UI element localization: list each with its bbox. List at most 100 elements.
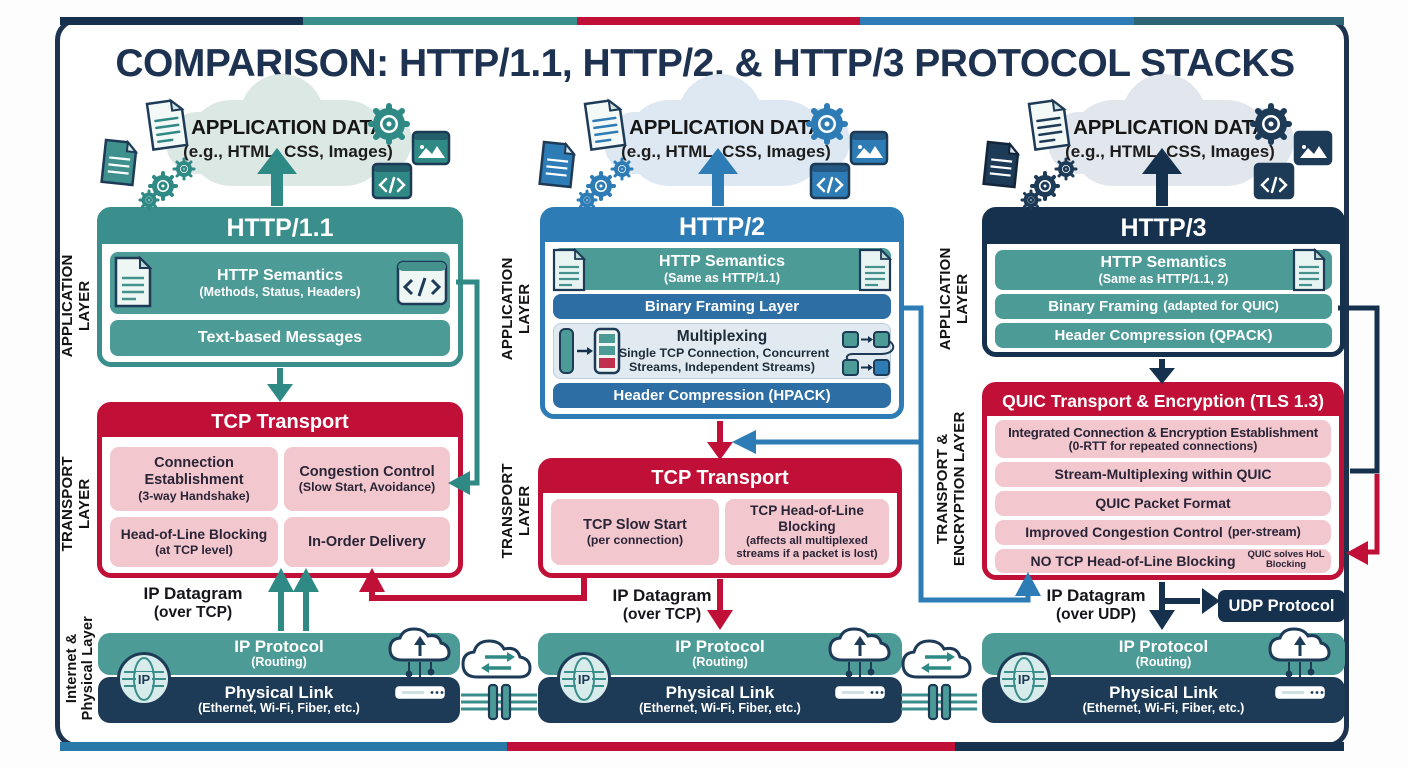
binary-framing-quic-row: Binary Framing (adapted for QUIC)	[995, 294, 1332, 319]
ip-datagram-line2: (over TCP)	[622, 605, 702, 623]
cell-title: Connection Establishment	[144, 455, 244, 488]
quic-row-stream-multiplexing: Stream-Multiplexing within QUIC	[995, 462, 1331, 487]
tcp-cell-hol-blocking: Head-of-Line Blocking (at TCP level)	[110, 517, 278, 567]
cloud-title: APPLICATION DATA	[191, 116, 385, 139]
layer-label-transport-1: TRANSPORT LAYER	[59, 456, 93, 552]
cell-subtitle: (at TCP level)	[155, 542, 233, 557]
cloud-subtitle: (e.g., HTML, CSS, Images)	[621, 142, 831, 161]
cloud-subtitle: (e.g., HTML, CSS, Images)	[183, 142, 393, 161]
tcp-cell-hol-blocking-2: TCP Head-of-Line Blocking (affects all m…	[725, 499, 889, 565]
top-strip-steel	[1134, 17, 1344, 25]
cloud-subtitle: (e.g., HTML, CSS, Images)	[1065, 142, 1275, 161]
application-data-cloud-http3: APPLICATION DATA (e.g., HTML, CSS, Image…	[1048, 74, 1294, 186]
cloud-title: APPLICATION DATA	[629, 116, 823, 139]
physical-link-subtitle: (Ethernet, Wi-Fi, Fiber, etc.)	[1082, 701, 1245, 716]
ip-datagram-label-3: IP Datagram (over UDP)	[1032, 586, 1160, 623]
physical-link-title: Physical Link	[1109, 682, 1218, 702]
text-based-messages-label: Text-based Messages	[197, 328, 363, 346]
udp-protocol-badge: UDP Protocol	[1218, 590, 1345, 622]
ip-protocol-subtitle: (Routing)	[251, 655, 307, 670]
ip-datagram-line2: (over TCP)	[153, 603, 233, 621]
http-semantics-subtitle: (Methods, Status, Headers)	[199, 285, 361, 299]
http11-header: HTTP/1.1	[102, 212, 458, 244]
hpack-row: Header Compression (HPACK)	[553, 383, 891, 408]
binary-framing-note: (adapted for QUIC)	[1163, 298, 1279, 314]
ip-protocol-title: IP Protocol	[234, 636, 324, 656]
http-semantics-title: HTTP Semantics	[1100, 253, 1227, 271]
multiplexing-title: Multiplexing	[676, 327, 768, 345]
cell-subtitle: (affects all multiplexed streams if a pa…	[736, 534, 878, 560]
ip-protocol-title: IP Protocol	[675, 636, 765, 656]
http-semantics-subtitle: (Same as HTTP/1.1)	[663, 271, 780, 285]
cloud-label: APPLICATION DATA (e.g., HTML, CSS, Image…	[1042, 116, 1298, 162]
quic-row-title: QUIC Packet Format	[1095, 495, 1231, 512]
ip-protocol-title: IP Protocol	[1118, 636, 1209, 656]
http2-tcp-box: TCP Transport TCP Slow Start (per connec…	[538, 458, 902, 578]
physical-link-title: Physical Link	[224, 682, 334, 702]
http-semantics-title: HTTP Semantics	[659, 252, 785, 270]
bottom-strip-navy	[955, 742, 1344, 751]
layer-label-application-3: APPLICATION LAYER	[937, 247, 971, 351]
qpack-row: Header Compression (QPACK)	[995, 323, 1332, 348]
top-strip-blue	[860, 17, 1134, 25]
binary-framing-label: Binary Framing	[1048, 297, 1159, 315]
binary-framing-label: Binary Framing Layer	[644, 297, 800, 315]
layer-label-transport-encryption: TRANSPORT & ENCRYPTION LAYER	[934, 411, 968, 567]
cell-subtitle: (3-way Handshake)	[138, 488, 250, 503]
top-strip-red	[577, 17, 860, 25]
ip-datagram-label-1: IP Datagram (over TCP)	[118, 584, 268, 621]
quic-row-title: Improved Congestion Control	[1025, 524, 1223, 541]
http11-semantics-row: HTTP Semantics (Methods, Status, Headers…	[110, 252, 450, 314]
http3-header: HTTP/3	[987, 212, 1340, 244]
http2-semantics-row: HTTP Semantics (Same as HTTP/1.1)	[553, 248, 891, 290]
quic-row-suffix: (per-stream)	[1227, 525, 1301, 540]
quic-row-congestion-control: Improved Congestion Control (per-stream)	[995, 520, 1331, 545]
top-strip-navy	[60, 17, 303, 25]
layer-label-application-2: APPLICATION LAYER	[499, 257, 533, 361]
binary-framing-row: Binary Framing Layer	[553, 294, 891, 319]
physical-link-title: Physical Link	[665, 682, 775, 702]
hook-to-no-hol-blocking	[1366, 474, 1380, 555]
tcp-transport-header-1: TCP Transport	[102, 407, 458, 437]
physical-link-subtitle: (Ethernet, Wi-Fi, Fiber, etc.)	[198, 701, 360, 716]
qpack-label: Header Compression (QPACK)	[1054, 326, 1273, 344]
cell-subtitle: (per connection)	[586, 533, 684, 548]
ip-datagram-label-2: IP Datagram (over TCP)	[592, 586, 732, 623]
http3-application-box: HTTP/3 HTTP Semantics (Same as HTTP/1.1,…	[982, 207, 1345, 357]
quic-box: QUIC Transport & Encryption (TLS 1.3) In…	[982, 382, 1344, 580]
http11-tcp-box: TCP Transport Connection Establishment (…	[97, 402, 463, 578]
globe-ip-icon-3: IP	[997, 652, 1051, 706]
ip-datagram-line1: IP Datagram	[612, 586, 712, 605]
cloud-title: APPLICATION DATA	[1073, 116, 1267, 139]
quic-row-title: NO TCP Head-of-Line Blocking	[1030, 552, 1236, 569]
multiplexing-row: Multiplexing (Single TCP Connection, Con…	[553, 323, 891, 379]
bottom-strip-red	[507, 742, 955, 751]
cloud-label: APPLICATION DATA (e.g., HTML, CSS, Image…	[598, 116, 854, 162]
physical-link-subtitle: (Ethernet, Wi-Fi, Fiber, etc.)	[639, 701, 801, 716]
ip-datagram-line2: (over UDP)	[1055, 605, 1137, 623]
tcp-transport-header-2: TCP Transport	[543, 463, 897, 493]
tcp-cell-congestion-control: Congestion Control (Slow Start, Avoidanc…	[284, 447, 450, 511]
multiplexing-subtitle: (Single TCP Connection, Concurrent Strea…	[614, 345, 830, 374]
layer-label-internet-physical: Internet & Physical Layer	[63, 616, 96, 721]
quic-row-title: Integrated Connection & Encryption Estab…	[1008, 424, 1318, 440]
quic-row-note: QUIC solves HoL Blocking	[1247, 549, 1325, 571]
http11-application-box: HTTP/1.1 HTTP Semantics (Methods, Status…	[97, 207, 463, 367]
cell-title: Congestion Control	[299, 463, 435, 480]
ip-protocol-subtitle: (Routing)	[1135, 655, 1192, 670]
quic-row-subtitle: (0-RTT for repeated connections)	[1068, 438, 1258, 453]
cloud-label: APPLICATION DATA (e.g., HTML, CSS, Image…	[160, 116, 416, 162]
cell-title: In-Order Delivery	[308, 533, 426, 550]
globe-ip-icon-1: IP	[117, 652, 171, 706]
ip-badge-label: IP	[1015, 671, 1033, 687]
quic-row-integrated: Integrated Connection & Encryption Estab…	[995, 420, 1331, 458]
quic-row-no-hol-blocking: NO TCP Head-of-Line Blocking QUIC solves…	[995, 549, 1331, 573]
ip-datagram-line1: IP Datagram	[1046, 586, 1146, 605]
globe-ip-icon-2: IP	[557, 652, 611, 706]
application-data-cloud-http2: APPLICATION DATA (e.g., HTML, CSS, Image…	[604, 74, 850, 186]
top-strip-teal	[303, 17, 577, 25]
cell-title: TCP Slow Start	[583, 516, 687, 533]
quic-row-title: Stream-Multiplexing within QUIC	[1054, 466, 1272, 483]
cell-title: Head-of-Line Blocking	[120, 527, 268, 542]
